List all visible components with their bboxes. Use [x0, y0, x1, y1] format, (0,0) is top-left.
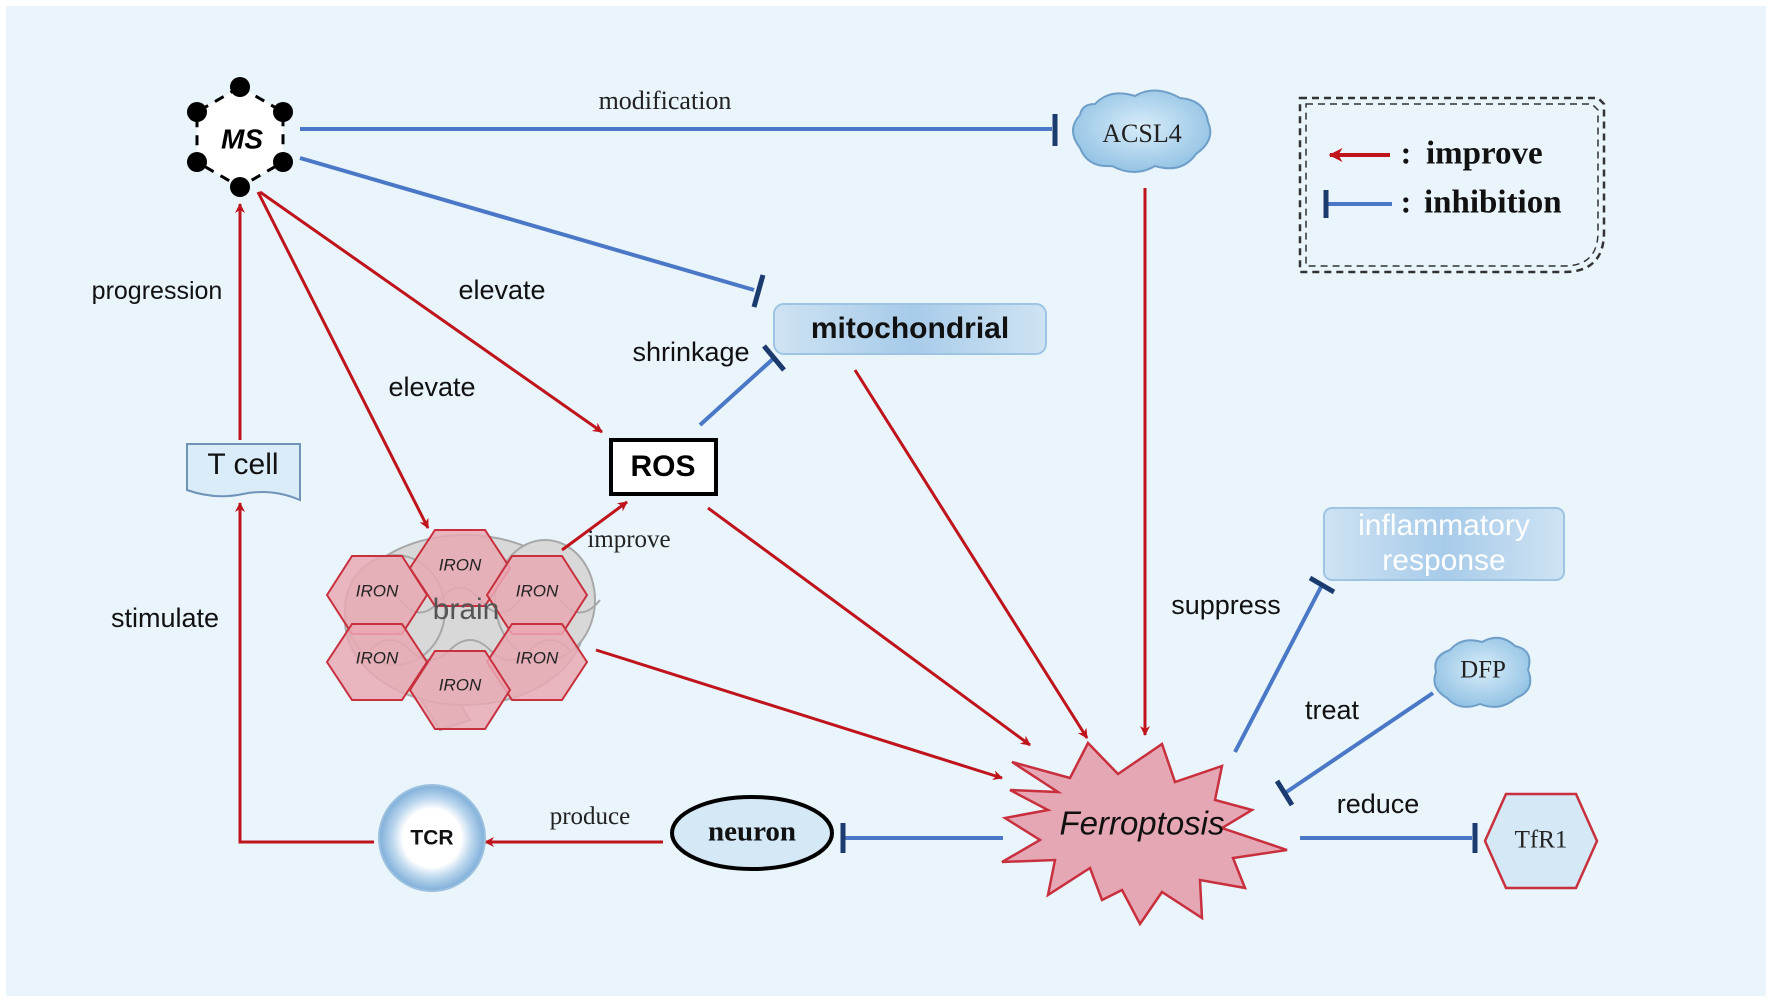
legend-separator-inhibition: : — [1401, 183, 1412, 219]
iron-hex-5: IRON — [485, 623, 589, 701]
legend-inhibition-label: inhibition — [1424, 185, 1562, 221]
label-progression: progression — [92, 277, 223, 305]
edge-ms-mitochondrial — [299, 156, 766, 308]
label-produce: produce — [550, 803, 631, 830]
neuron-node: neuron — [670, 795, 834, 871]
mitochondrial-label: mitochondrial — [811, 312, 1009, 345]
tcr-node: TCR — [378, 784, 486, 892]
brain-label: brain — [433, 593, 500, 626]
edge-brain-ros — [561, 500, 628, 552]
legend-inhibition: : inhibition — [1323, 183, 1562, 221]
label-improve-brain-ros: improve — [587, 526, 670, 553]
inflammatory-label-line1: inflammatory — [1358, 509, 1530, 542]
inflammatory-label-line2: response — [1382, 544, 1505, 577]
ms-label: MS — [221, 123, 263, 154]
edge-brain-ferroptosis — [595, 648, 1003, 781]
iron-label-1: IRON — [356, 581, 399, 600]
edge-ferroptosis-neuron — [840, 823, 1003, 853]
edge-ms-acsl4 — [300, 114, 1058, 146]
ms-node: MS — [187, 77, 293, 197]
edge-mitochondrial-ferroptosis — [853, 369, 1089, 739]
label-suppress: suppress — [1171, 590, 1281, 620]
iron-label-6: IRON — [439, 675, 482, 694]
iron-hex-4: IRON — [325, 623, 429, 701]
edge-ferroptosis-tfr1 — [1300, 823, 1478, 853]
ferroptosis-node: Ferroptosis — [1001, 740, 1288, 927]
edge-ferroptosis-inflammatory — [1233, 575, 1336, 753]
edge-ms-ros — [259, 190, 603, 434]
edge-ros-mitochondrial — [698, 344, 786, 427]
legend: : improve : inhibition — [1298, 96, 1606, 274]
label-shrinkage: shrinkage — [632, 337, 749, 367]
tcell-node: T cell — [186, 443, 301, 502]
tcr-label: TCR — [410, 827, 453, 850]
acsl4-node: ACSL4 — [1072, 89, 1212, 173]
ros-label: ROS — [630, 450, 695, 483]
edge-dfp-ferroptosis — [1274, 691, 1435, 807]
ferroptosis-label: Ferroptosis — [1059, 805, 1224, 842]
edge-labels: modification elevate elevate progression… — [92, 86, 1420, 830]
legend-improve: : improve — [1328, 134, 1543, 172]
iron-cluster: IRON IRON IRON IRON IRON IRON brain — [325, 529, 589, 730]
iron-label-5: IRON — [516, 648, 559, 667]
edge-ros-ferroptosis — [707, 506, 1031, 747]
mitochondrial-node: mitochondrial — [773, 303, 1047, 355]
tfr1-label: TfR1 — [1515, 827, 1568, 854]
label-elevate-brain: elevate — [388, 372, 475, 402]
inflammatory-node: inflammatory response — [1323, 507, 1565, 581]
iron-label-3: IRON — [516, 581, 559, 600]
acsl4-label: ACSL4 — [1102, 119, 1181, 148]
label-stimulate: stimulate — [111, 603, 219, 633]
legend-improve-label: improve — [1426, 136, 1543, 172]
tfr1-node: TfR1 — [1483, 792, 1599, 890]
dfp-node: DFP — [1433, 636, 1532, 708]
iron-label-2: IRON — [439, 555, 482, 574]
inhibition-edges — [299, 114, 1478, 853]
label-elevate-ros: elevate — [458, 275, 545, 305]
improve-edges — [235, 188, 1150, 847]
dfp-label: DFP — [1460, 657, 1506, 684]
legend-separator-improve: : — [1401, 134, 1412, 170]
iron-hex-2: IRON — [408, 529, 512, 607]
edge-tcr-tcell — [235, 502, 374, 844]
ros-node: ROS — [609, 438, 718, 496]
label-treat: treat — [1305, 695, 1360, 725]
label-modification: modification — [599, 86, 732, 115]
edge-ms-brain — [256, 191, 430, 529]
label-reduce: reduce — [1337, 789, 1420, 819]
tcell-label: T cell — [207, 448, 278, 481]
neuron-label: neuron — [708, 816, 796, 848]
iron-hex-6: IRON — [408, 650, 512, 730]
iron-label-4: IRON — [356, 648, 399, 667]
